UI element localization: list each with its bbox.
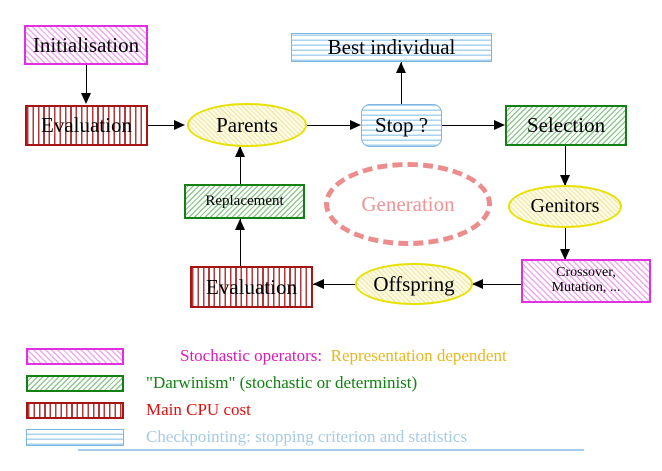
- node-offspring[interactable]: Offspring: [355, 263, 473, 305]
- legend-row-darwinism: "Darwinism" (stochastic or determinist): [0, 370, 662, 396]
- arrowhead-right-stop: [350, 120, 361, 130]
- node-genitors[interactable]: Genitors: [508, 185, 622, 228]
- edge-replacement-to-parents: [240, 146, 242, 185]
- node-selection[interactable]: Selection: [505, 105, 627, 146]
- legend-swatch-green-diagonal-hatch: [26, 374, 124, 392]
- node-best-individual[interactable]: Best individual: [291, 33, 492, 62]
- edge-evaluation-to-replacement: [240, 219, 242, 267]
- legend-row-stochastic-operators: Stochastic operators: Representation dep…: [0, 343, 662, 369]
- node-evaluation-bottom[interactable]: Evaluation: [190, 266, 313, 308]
- edge-genitors-to-crossover: [565, 228, 567, 260]
- legend-swatch-blue-horizontal-lines: [26, 428, 124, 446]
- legend-label-checkpointing: Checkpointing: stopping criterion and st…: [146, 427, 468, 446]
- legend-swatch-red-vertical-lines: [26, 401, 124, 419]
- legend: Stochastic operators: Representation dep…: [0, 340, 662, 450]
- arrowhead-right-selection: [494, 120, 505, 130]
- arrowhead-down-genitors: [560, 175, 570, 186]
- arrowhead-down-crossover: [560, 249, 570, 260]
- legend-swatch-magenta-diagonal-hatch: [26, 347, 124, 365]
- arrowhead-left-evaluation-bottom: [313, 279, 324, 289]
- legend-label-main-cpu-cost: Main CPU cost: [146, 400, 251, 419]
- legend-row-main-cpu-cost: Main CPU cost: [0, 397, 662, 423]
- node-generation: Generation: [324, 162, 492, 246]
- edge-stop-to-selection: [442, 125, 502, 127]
- edge-crossover-to-offspring: [472, 284, 522, 286]
- edge-parents-to-stop: [307, 125, 359, 127]
- node-replacement[interactable]: Replacement: [184, 184, 305, 219]
- node-crossover-mutation[interactable]: Crossover, Mutation, ...: [521, 259, 651, 303]
- node-stop[interactable]: Stop ?: [361, 104, 442, 147]
- arrowhead-left-offspring: [472, 279, 483, 289]
- arrowhead-up-replacement: [235, 219, 245, 230]
- arrowhead-right-parents: [174, 120, 185, 130]
- arrowhead-up-best-individual: [396, 62, 406, 73]
- legend-row-checkpointing: Checkpointing: stopping criterion and st…: [0, 424, 662, 450]
- node-evaluation-top[interactable]: Evaluation: [25, 105, 148, 146]
- legend-label-stochastic-operators: Stochastic operators:: [180, 346, 323, 365]
- edge-initialisation-to-evaluation: [86, 65, 88, 95]
- node-parents[interactable]: Parents: [187, 103, 307, 147]
- bottom-divider: [78, 449, 584, 451]
- edge-selection-to-genitors: [565, 146, 567, 185]
- legend-label-darwinism: "Darwinism" (stochastic or determinist): [146, 373, 418, 392]
- edge-stop-to-best-individual: [401, 62, 403, 106]
- edge-offspring-to-evaluation: [313, 284, 359, 286]
- node-initialisation[interactable]: Initialisation: [24, 25, 148, 65]
- generation-label: Generation: [361, 191, 455, 216]
- arrowhead-up-parents: [235, 146, 245, 157]
- legend-label-representation-dependent: Representation dependent: [330, 346, 507, 365]
- arrowhead-down-evaluation-top: [81, 93, 91, 104]
- edge-evaluation-to-parents: [148, 125, 183, 127]
